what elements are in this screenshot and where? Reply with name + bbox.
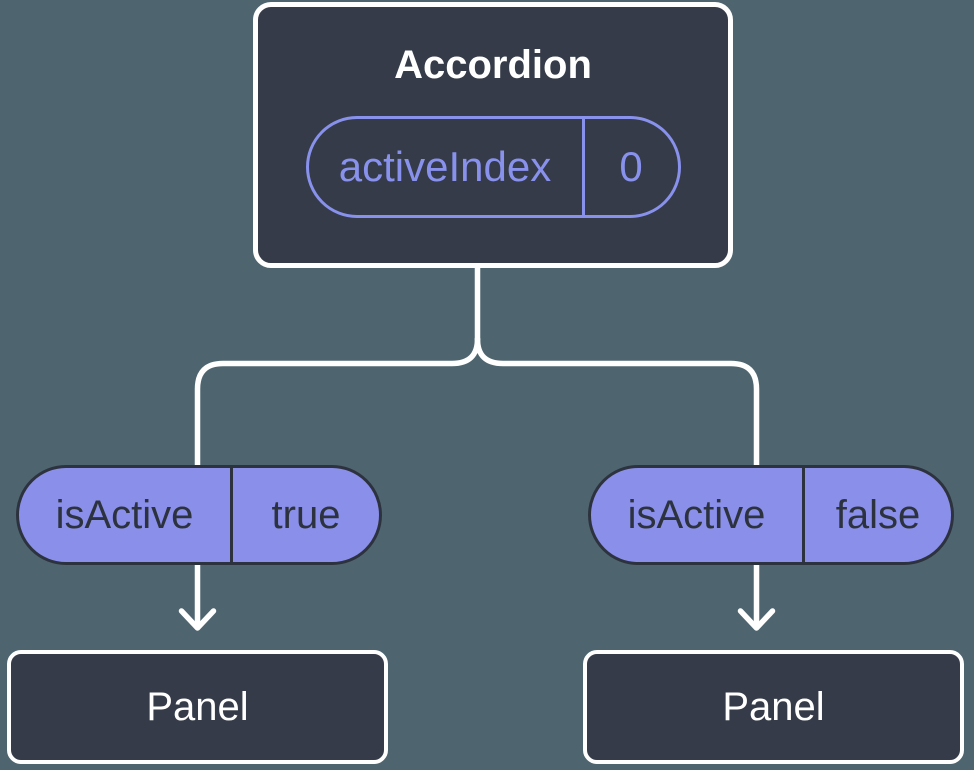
prop-pill-left-name: isActive: [19, 468, 233, 562]
panel-node-left: Panel: [7, 650, 388, 764]
prop-pill-right: isActive false: [588, 465, 954, 565]
prop-pill-right-value: false: [835, 492, 921, 537]
accordion-node: Accordion activeIndex 0: [253, 2, 733, 268]
prop-pill-left: isActive true: [16, 465, 382, 565]
prop-pill-right-name: isActive: [591, 468, 805, 562]
connector-branch-left: [194, 336, 481, 628]
accordion-node-title: Accordion: [394, 43, 592, 87]
connector-branch-right: [474, 336, 760, 628]
prop-pill-left-value: true: [271, 492, 341, 537]
panel-node-right: Panel: [583, 650, 964, 764]
panel-node-right-title: Panel: [722, 684, 825, 729]
state-pill: activeIndex 0: [305, 116, 681, 218]
state-pill-value: 0: [619, 143, 643, 190]
state-pill-name: activeIndex: [309, 119, 585, 215]
arrow-down-icon: [178, 608, 217, 631]
panel-node-left-title: Panel: [146, 684, 249, 729]
arrow-down-icon: [737, 608, 776, 631]
